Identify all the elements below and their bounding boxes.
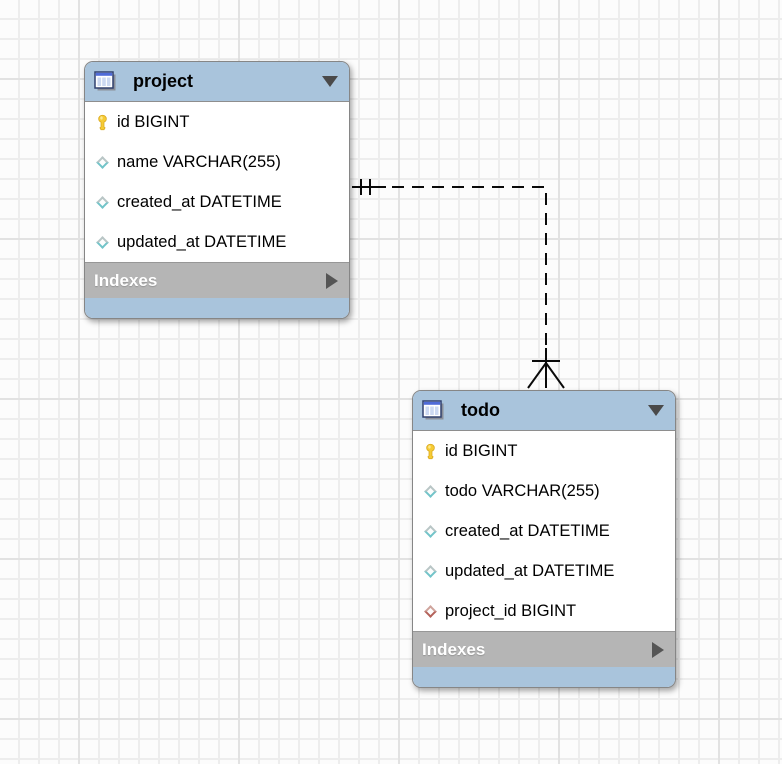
column-row[interactable]: name VARCHAR(255) <box>85 142 349 182</box>
foreign-key-diamond-icon <box>421 602 439 620</box>
relationship-path[interactable] <box>352 179 565 389</box>
column-row[interactable]: created_at DATETIME <box>413 511 675 551</box>
table-footer <box>413 667 675 687</box>
column-row[interactable]: id BIGINT <box>85 102 349 142</box>
relationship-dashed-path <box>392 186 547 350</box>
expand-triangle-icon[interactable] <box>326 272 338 289</box>
column-label: id BIGINT <box>445 441 518 460</box>
table-todo[interactable]: todo id BIGINT todo VARCHAR(255) created… <box>412 390 676 688</box>
table-project[interactable]: project id BIGINT name VARCHAR(255) crea… <box>84 61 350 319</box>
column-diamond-icon <box>93 233 111 251</box>
crow-foot-icon <box>527 362 565 389</box>
column-label: created_at DATETIME <box>445 521 610 540</box>
table-icon <box>422 400 446 421</box>
collapse-triangle-icon[interactable] <box>322 76 338 87</box>
column-label: updated_at DATETIME <box>445 561 615 580</box>
expand-triangle-icon[interactable] <box>652 641 664 658</box>
column-diamond-icon <box>93 193 111 211</box>
column-row[interactable]: updated_at DATETIME <box>413 551 675 591</box>
indexes-label: Indexes <box>422 639 486 659</box>
column-label: id BIGINT <box>117 112 190 131</box>
column-row[interactable]: created_at DATETIME <box>85 182 349 222</box>
column-diamond-icon <box>421 562 439 580</box>
column-row[interactable]: id BIGINT <box>413 431 675 471</box>
collapse-triangle-icon[interactable] <box>648 405 664 416</box>
column-diamond-icon <box>421 522 439 540</box>
table-todo-header[interactable]: todo <box>413 391 675 431</box>
column-label: project_id BIGINT <box>445 601 577 620</box>
primary-key-icon <box>421 442 439 460</box>
column-label: created_at DATETIME <box>117 192 282 211</box>
indexes-bar[interactable]: Indexes <box>413 631 675 667</box>
indexes-bar[interactable]: Indexes <box>85 262 349 298</box>
column-row[interactable]: project_id BIGINT <box>413 591 675 631</box>
column-diamond-icon <box>421 482 439 500</box>
table-footer <box>85 298 349 318</box>
column-label: todo VARCHAR(255) <box>445 481 600 500</box>
column-row[interactable]: updated_at DATETIME <box>85 222 349 262</box>
indexes-label: Indexes <box>94 270 158 290</box>
column-diamond-icon <box>93 153 111 171</box>
table-icon <box>94 71 118 92</box>
primary-key-icon <box>93 113 111 131</box>
column-label: name VARCHAR(255) <box>117 152 281 171</box>
table-project-header[interactable]: project <box>85 62 349 102</box>
column-row[interactable]: todo VARCHAR(255) <box>413 471 675 511</box>
table-name: todo <box>461 400 500 420</box>
table-name: project <box>133 71 194 91</box>
column-label: updated_at DATETIME <box>117 232 287 251</box>
